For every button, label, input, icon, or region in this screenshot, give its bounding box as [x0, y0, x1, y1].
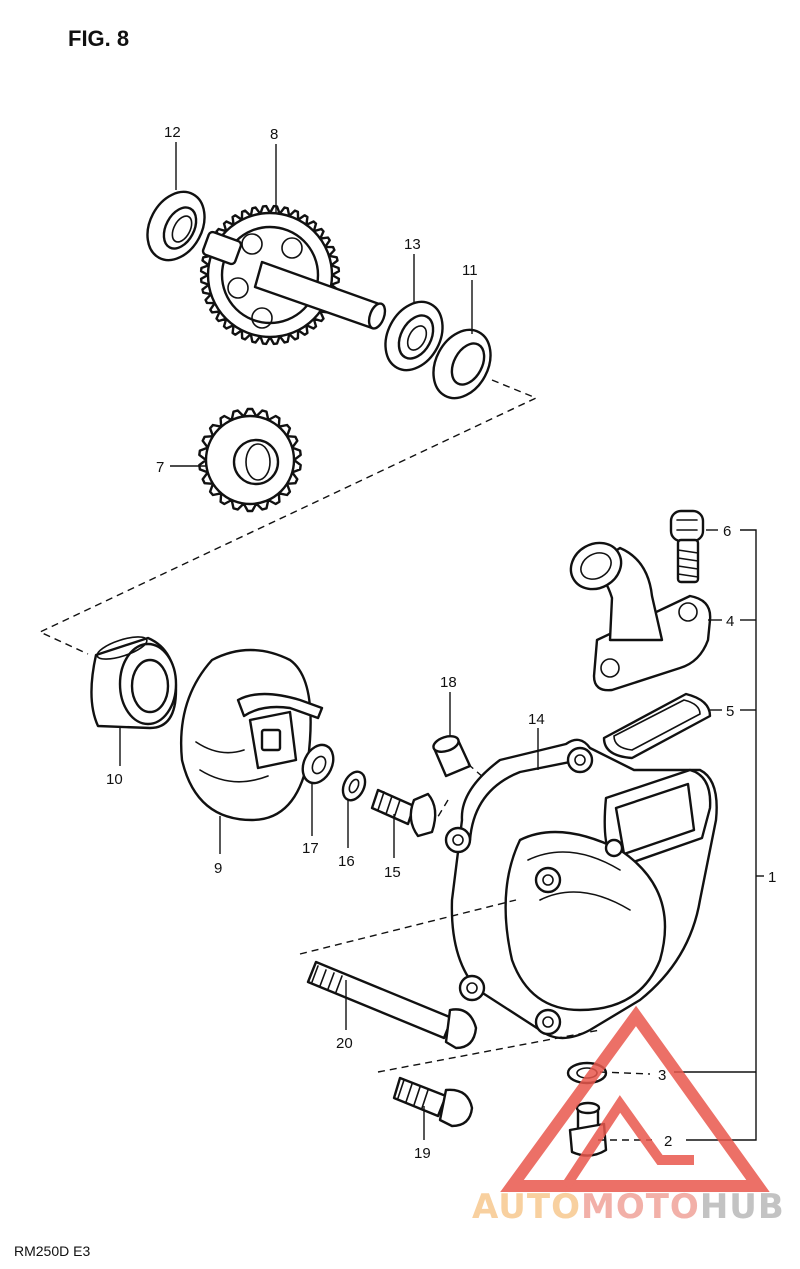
svg-text:AUTOMOTOHUB: AUTOMOTOHUB — [472, 1187, 785, 1227]
label-8: 8 — [270, 126, 278, 143]
part-8-gear-shaft — [199, 204, 387, 346]
part-4-outlet-elbow — [569, 541, 712, 692]
label-18: 18 — [440, 674, 457, 691]
part-number-labels: 12 8 13 11 7 6 4 5 1 10 9 17 16 15 18 14… — [106, 124, 776, 1162]
figure-label: FIG. 8 — [68, 26, 129, 51]
model-label: RM250D E3 — [14, 1243, 90, 1259]
part-6-elbow-bolt — [669, 509, 705, 584]
part-5-o-ring — [602, 692, 712, 760]
label-17: 17 — [302, 840, 319, 857]
leader-lines — [119, 142, 722, 1140]
label-19: 19 — [414, 1145, 431, 1162]
watermark: AUTOMOTOHUB — [472, 1005, 785, 1227]
label-3: 3 — [658, 1067, 666, 1084]
watermark-hub: HUB — [700, 1187, 785, 1227]
part-19-case-bolt-short — [392, 1076, 474, 1128]
part-12-oil-seal — [146, 190, 206, 262]
part-14-pump-case — [444, 738, 718, 1040]
label-11: 11 — [462, 262, 478, 279]
guide-lines — [38, 379, 652, 1141]
watermark-auto: AUTO — [472, 1187, 581, 1227]
label-1: 1 — [768, 869, 776, 886]
label-16: 16 — [338, 853, 355, 870]
part-7-drive-gear — [198, 407, 302, 513]
part-10-mechanical-seal — [90, 636, 178, 730]
part-18-dowel-pin — [432, 735, 472, 778]
label-4: 4 — [726, 613, 734, 630]
watermark-triangle-icon — [500, 1005, 770, 1192]
label-7: 7 — [156, 459, 164, 476]
part-16-lock-washer — [341, 770, 367, 802]
label-5: 5 — [726, 703, 734, 720]
label-20: 20 — [336, 1035, 353, 1052]
label-15: 15 — [384, 864, 401, 881]
label-10: 10 — [106, 771, 123, 788]
label-14: 14 — [528, 711, 545, 728]
label-9: 9 — [214, 860, 222, 877]
label-12: 12 — [164, 124, 181, 141]
part-20-case-bolt-long — [306, 960, 478, 1050]
part-15-impeller-bolt — [370, 788, 437, 838]
part-9-impeller — [180, 648, 324, 822]
label-6: 6 — [723, 523, 731, 540]
part-17-washer — [301, 743, 335, 785]
watermark-moto: MOTO — [581, 1187, 700, 1227]
watermark-inner-icon — [561, 1095, 694, 1189]
label-2: 2 — [664, 1133, 672, 1150]
part-11-oil-seal — [432, 328, 492, 400]
label-13: 13 — [404, 236, 421, 253]
part-13-bearing — [384, 300, 444, 372]
